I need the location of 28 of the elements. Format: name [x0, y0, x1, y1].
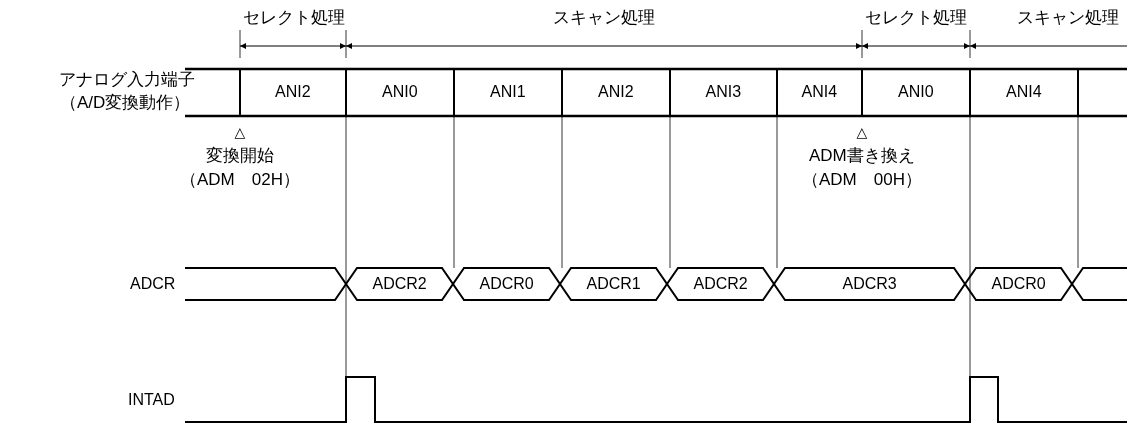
data-label: ADCR2 [372, 274, 427, 294]
signal-name: （A/D変換動作） [60, 93, 191, 113]
phase-label: セレクト処理 [243, 8, 345, 28]
trigger-mark: △ [234, 123, 246, 142]
channel-label: ANI2 [598, 82, 634, 102]
channel-label: ANI3 [705, 82, 742, 102]
data-label: ADCR1 [586, 274, 641, 294]
channel-label: ANI0 [382, 82, 418, 102]
annotation-text: （ADM 00H） [802, 170, 922, 190]
trigger-mark: △ [856, 123, 868, 142]
phase-label: スキャン処理 [1017, 8, 1119, 28]
channel-label: ANI4 [1006, 82, 1042, 102]
signal-name: アナログ入力端子 [59, 70, 195, 90]
data-label: ADCR0 [991, 274, 1046, 294]
channel-label: ANI0 [898, 82, 934, 102]
annotation-text: 変換開始 [206, 146, 274, 166]
data-label: ADCR2 [693, 274, 748, 294]
data-label: ADCR0 [479, 274, 534, 294]
phase-label: セレクト処理 [865, 8, 967, 28]
channel-label: ANI4 [801, 82, 838, 102]
annotation-text: （ADM 02H） [180, 170, 300, 190]
annotation-text: ADM書き換え [809, 146, 915, 166]
channel-label: ANI1 [490, 82, 526, 102]
signal-name: INTAD [128, 390, 175, 410]
phase-label: スキャン処理 [553, 8, 655, 28]
channel-label: ANI2 [275, 82, 311, 102]
signal-name: ADCR [130, 274, 176, 294]
data-label: ADCR3 [842, 274, 897, 294]
